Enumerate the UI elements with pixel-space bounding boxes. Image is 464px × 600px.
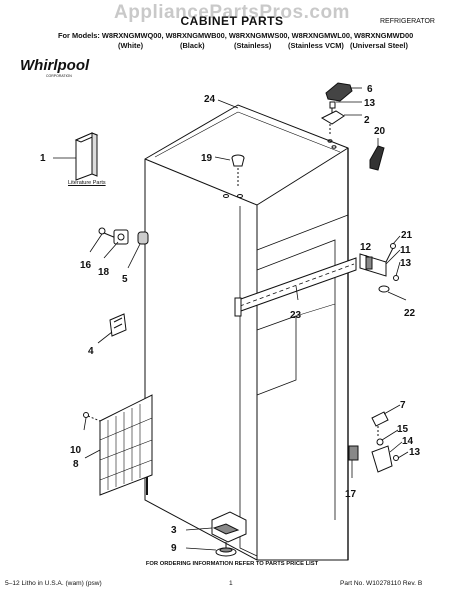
callout-16: 16	[80, 260, 92, 271]
callout-13-lower: 13	[409, 447, 421, 458]
callout-5: 5	[122, 274, 128, 285]
callout-1: 1	[40, 153, 46, 164]
callout-3: 3	[171, 525, 177, 536]
callout-21: 21	[401, 230, 413, 241]
footer-litho: 5–12 Litho in U.S.A. (wam) (psw)	[5, 580, 102, 587]
callout-20: 20	[374, 126, 386, 137]
callout-13-top: 13	[364, 98, 376, 109]
top-plug	[231, 154, 245, 188]
footer-page-number: 1	[229, 580, 233, 587]
callout-6: 6	[367, 84, 373, 95]
callout-4: 4	[88, 346, 94, 357]
variant-black: (Black)	[180, 41, 205, 50]
leveling-leg	[211, 511, 247, 557]
callout-15: 15	[397, 424, 409, 435]
literature-booklet	[74, 132, 99, 181]
callout-10: 10	[70, 445, 82, 456]
rear-grille	[83, 394, 153, 496]
ordering-note: FOR ORDERING INFORMATION REFER TO PARTS …	[145, 561, 319, 567]
mullion-bracket	[109, 313, 127, 337]
callout-8: 8	[73, 459, 79, 470]
variant-stainless: (Stainless)	[234, 41, 272, 50]
callout-14: 14	[402, 436, 414, 447]
models-line: For Models: W8RXNGMWQ00, W8RXNGMWB00, W8…	[58, 31, 414, 40]
callout-17: 17	[345, 489, 357, 500]
brand-logo-sub: CORPORATION	[46, 74, 72, 78]
callout-18: 18	[98, 267, 110, 278]
callout-11: 11	[400, 245, 411, 256]
cabinet-shell	[144, 104, 357, 561]
variant-stainless-vcm: (Stainless VCM)	[288, 41, 344, 50]
literature-label: Literature Parts	[68, 180, 106, 186]
callout-13-center: 13	[400, 258, 412, 269]
callout-24: 24	[204, 94, 216, 105]
callout-7: 7	[400, 400, 406, 411]
left-mount-parts	[98, 227, 149, 245]
callout-9: 9	[171, 543, 177, 554]
variant-white: (White)	[118, 41, 144, 50]
callout-22: 22	[404, 308, 416, 319]
hinge-cover-top	[320, 82, 353, 134]
hinge-cap	[369, 145, 385, 171]
callout-12: 12	[360, 242, 372, 253]
callout-19: 19	[201, 153, 213, 164]
lower-hinge	[348, 411, 399, 473]
brand-logo: Whirlpool	[20, 57, 90, 74]
callout-2: 2	[364, 115, 370, 126]
category-label: REFRIGERATOR	[380, 18, 435, 25]
watermark: AppliancePartsPros.com	[114, 2, 350, 23]
variant-universal-steel: (Universal Steel)	[350, 41, 408, 50]
leader-lines	[53, 87, 409, 551]
center-hinge	[359, 243, 399, 293]
footer-part-number: Part No. W10278110 Rev. B	[340, 580, 423, 587]
page-title: CABINET PARTS	[180, 14, 284, 28]
callout-23: 23	[290, 310, 302, 321]
